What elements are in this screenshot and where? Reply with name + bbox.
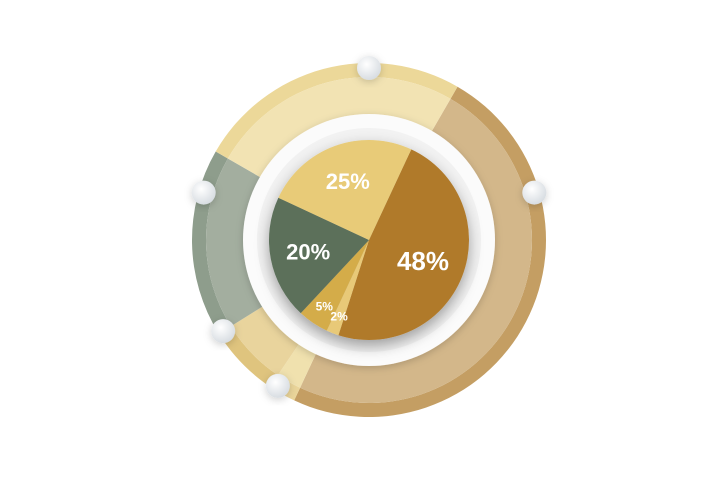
ring-marker-dot bbox=[211, 319, 236, 344]
ring-markers bbox=[191, 56, 547, 398]
slice-label-25: 25% bbox=[326, 169, 370, 194]
pie-slice-5 bbox=[300, 240, 369, 331]
ring-marker-dot bbox=[191, 180, 216, 205]
ring-segment-outer-4 bbox=[215, 62, 458, 159]
ring-marker-dot bbox=[522, 180, 547, 205]
pie-slice-20 bbox=[269, 197, 369, 314]
slice-label-5: 5% bbox=[316, 299, 334, 313]
slice-label-2: 2% bbox=[330, 309, 348, 323]
pie-labels: 48% 2%5% 20% 25% bbox=[286, 169, 449, 323]
pie bbox=[269, 140, 470, 341]
slice-label-48: 48% bbox=[397, 246, 449, 276]
ring-marker-dot bbox=[265, 373, 290, 398]
ring-segment-2 bbox=[230, 302, 304, 376]
ring-marker-dot bbox=[357, 56, 381, 80]
pie-slice-2 bbox=[326, 240, 369, 336]
ring-segment-outer-2 bbox=[218, 326, 278, 387]
pie-slice-48 bbox=[338, 149, 470, 341]
slice-label-20: 20% bbox=[286, 239, 330, 264]
pie-slice-25 bbox=[278, 140, 412, 240]
